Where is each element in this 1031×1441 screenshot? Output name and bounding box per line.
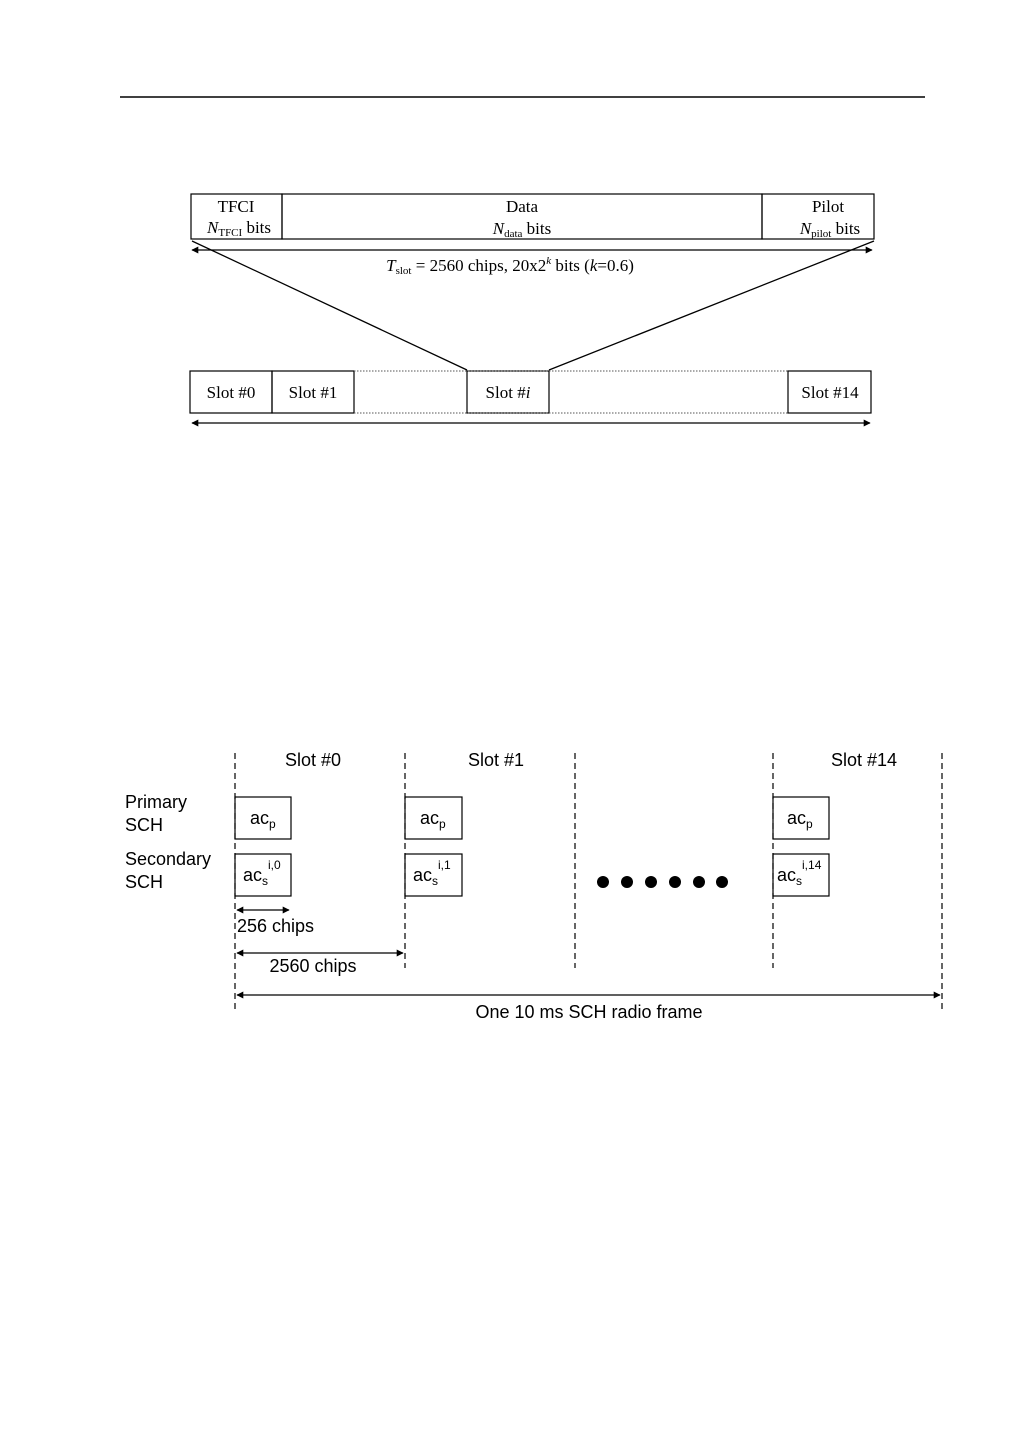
data-bits-label: Ndata bits [492,219,551,240]
data-label: Data [506,197,539,216]
secondary-code-label-0: acsi,0 [243,858,281,888]
chips-2560-label: 2560 chips [269,956,356,976]
pilot-label: Pilot [812,197,844,216]
radio-frame-label: One 10 ms SCH radio frame [475,1002,702,1022]
primary-code-label-14: acp [787,808,813,831]
ellipsis-dots [597,876,728,888]
pilot-bits-label: Npilot bits [799,219,860,240]
ellipsis-dot [621,876,633,888]
secondary-code-label-1: acsi,1 [413,858,451,888]
tfci-bits-label: NTFCI bits [206,218,271,239]
sch-slot-header-14: Slot #14 [831,750,897,770]
sch-slot-header-1: Slot #1 [468,750,524,770]
secondary-code-label-14: acsi,14 [777,858,822,888]
slot-14-label: Slot #14 [801,383,859,402]
primary-code-label-1: acp [420,808,446,831]
slot-0-label: Slot #0 [207,383,256,402]
slot-structure-diagram: TFCI NTFCI bits Data Ndata bits Pilot Np… [190,194,874,423]
ellipsis-dot [645,876,657,888]
primary-code-label-0: acp [250,808,276,831]
ellipsis-dot [716,876,728,888]
sch-slot-header-0: Slot #0 [285,750,341,770]
ellipsis-dot [597,876,609,888]
tfci-label: TFCI [218,197,255,216]
slot-1-label: Slot #1 [289,383,338,402]
ellipsis-dot [669,876,681,888]
ellipsis-dot [693,876,705,888]
slot-i-label: Slot #i [486,383,531,402]
chips-256-label: 256 chips [237,916,314,936]
tslot-label: Tslot = 2560 chips, 20x2k bits (k=0.6) [386,255,634,277]
